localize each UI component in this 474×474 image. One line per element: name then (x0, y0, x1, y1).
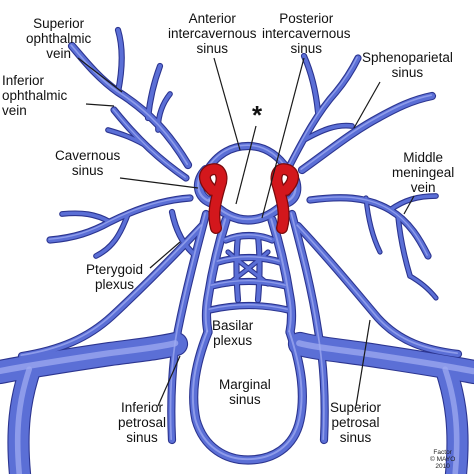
leader-inferior-petrosal-sinus (157, 355, 181, 407)
leader-pterygoid-plexus (149, 241, 181, 269)
basilar-plexus-mid2-highlight (216, 256, 280, 262)
label-inferior-petrosal-sinus: Inferior petrosal sinus (118, 400, 167, 445)
right-mmv-branch (388, 194, 438, 212)
label-anterior-intercavernous-sinus: Anterior intercavernous sinus (168, 11, 257, 56)
leader-anterior-intercavernous-sinus (213, 57, 241, 151)
internal-carotid-arteries (199, 163, 299, 234)
left-lateral-vein-highlight (48, 196, 190, 240)
leader-lines (77, 57, 415, 407)
label-middle-meningeal-vein: Middle meningeal vein (392, 150, 455, 195)
right-internal-carotid-artery (271, 164, 298, 233)
basilar-plexus-mid3-highlight (210, 280, 286, 286)
leader-superior-ophthalmic-vein (77, 57, 123, 93)
right-sphenoparietal-sinus-highlight (300, 94, 433, 171)
right-sphenoparietal-sinus (299, 93, 435, 173)
label-marginal-sinus: Marginal sinus (219, 377, 271, 407)
right-superior-petrosal-sinus-highlight (296, 224, 459, 355)
label-posterior-intercavernous-sinus: Posterior intercavernous sinus (262, 11, 351, 56)
right-middle-meningeal-vein-highlight (308, 196, 428, 256)
left-lateral-branch2 (94, 212, 130, 258)
leader-superior-petrosal-sinus (355, 319, 371, 407)
left-superior-petrosal-sinus-highlight (20, 224, 203, 357)
label-sphenoparietal-sinus: Sphenoparietal sinus (362, 50, 453, 80)
left-superior-petrosal-sinus (19, 223, 205, 359)
right-mmv-branch3 (364, 196, 382, 254)
asterisk-marker: * (252, 100, 263, 130)
right-orbital-branch (302, 54, 320, 114)
left-sov-branch-upper (116, 28, 124, 94)
left-lateral-branch (60, 211, 112, 224)
leader-posterior-intercavernous-sinus (261, 57, 305, 219)
right-mmv-branch4 (408, 274, 438, 300)
basilar-plexus-right-wall-highlight (270, 218, 292, 333)
label-pterygoid-plexus: Pterygoid plexus (86, 262, 144, 292)
right-orbital-vein (287, 55, 361, 168)
basilar-plexus-vert2 (256, 234, 262, 302)
right-orbital-branch2 (302, 123, 354, 142)
leader-cavernous-sinus (119, 177, 199, 189)
basilar-plexus-mid4-highlight (208, 304, 288, 310)
left-sov-branch-lower (146, 64, 162, 120)
left-jugular-descent-highlight (14, 366, 32, 474)
left-superior-ophthalmic-vein-highlight (70, 44, 189, 166)
basilar-plexus-mid1-highlight (224, 234, 272, 240)
leader-inferior-ophthalmic-vein (85, 103, 115, 107)
leader-middle-meningeal-vein (403, 195, 415, 215)
left-internal-carotid-artery (200, 164, 227, 233)
left-inferior-ophthalmic-vein-highlight (112, 108, 186, 178)
basilar-plexus-left-wall-highlight (204, 218, 227, 333)
leader-asterisk (235, 125, 257, 205)
left-inferior-petrosal-sinus-highlight (169, 212, 207, 441)
anterior-intercavernous-sinus-highlight (204, 144, 289, 173)
left-iov-branch2 (156, 92, 172, 132)
label-inferior-ophthalmic-vein: Inferior ophthalmic vein (2, 73, 68, 118)
label-superior-petrosal-sinus: Superior petrosal sinus (330, 400, 382, 445)
leader-sphenoparietal-sinus (353, 81, 381, 129)
label-basilar-plexus: Basilar plexus (212, 318, 254, 348)
copyright-credit: Factor © MAYO 2010 (430, 449, 456, 470)
label-cavernous-sinus: Cavernous sinus (55, 148, 121, 178)
right-orbital-vein-highlight (288, 56, 358, 165)
right-jugular-descent-highlight (442, 366, 460, 474)
venous-network (0, 28, 474, 474)
right-mmv-branch2 (396, 214, 412, 278)
label-superior-ophthalmic-vein: Superior ophthalmic vein (26, 16, 92, 61)
venous-network-highlight (0, 44, 474, 474)
left-jugular-trunk-highlight (0, 340, 179, 375)
marginal-sinus-ring-highlight (191, 330, 303, 461)
right-inferior-petrosal-sinus-highlight (290, 212, 325, 441)
basilar-plexus-vert1 (234, 234, 240, 302)
right-jugular-trunk-highlight (296, 340, 474, 375)
